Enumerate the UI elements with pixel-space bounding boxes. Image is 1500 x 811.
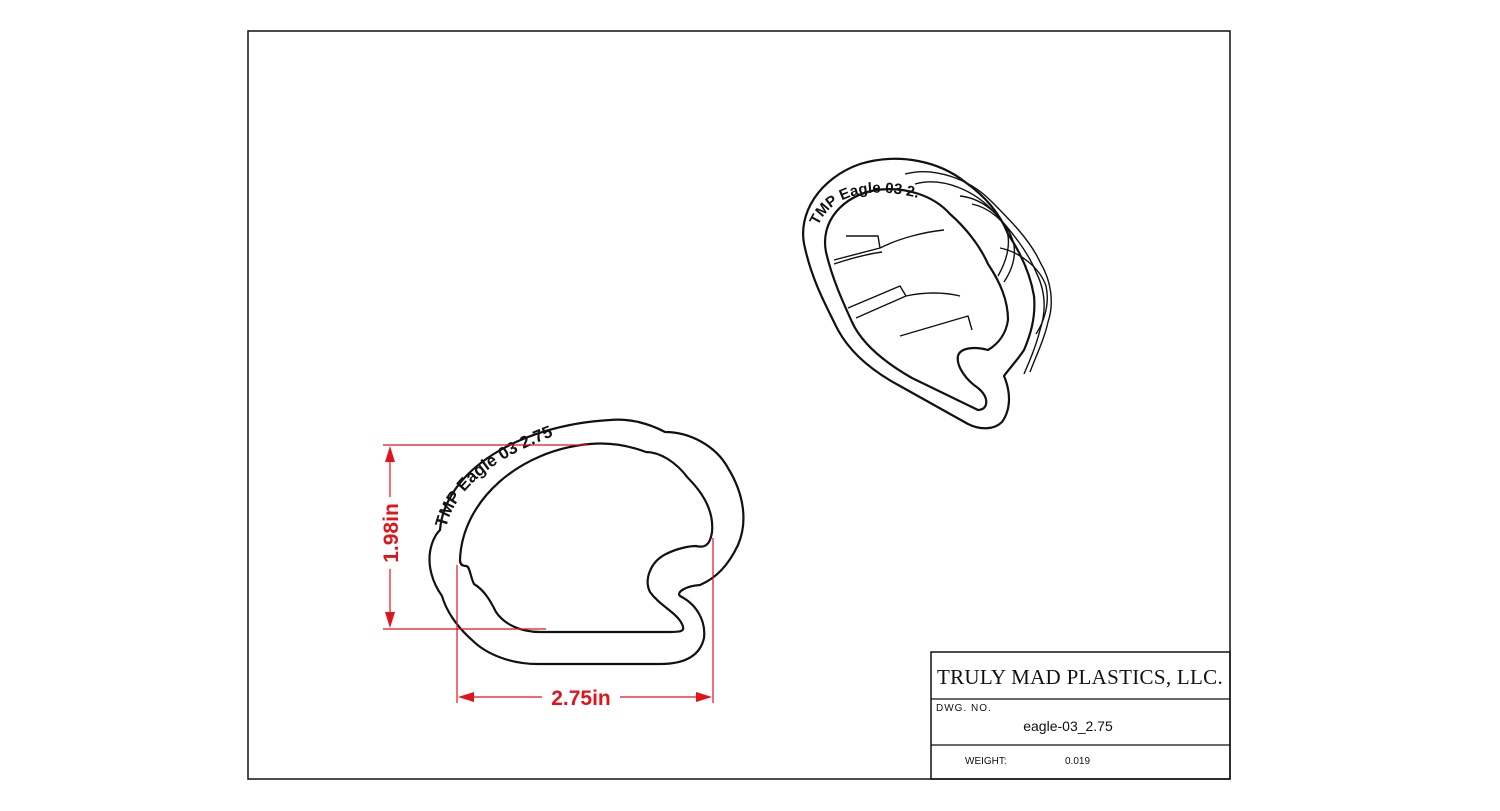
iso-inner-wall-1: [833, 235, 881, 261]
iso-inner-wall-4: [899, 315, 973, 337]
iso-back-layer-4: [971, 203, 1016, 283]
title-block: TRULY MAD PLASTICS, LLC. DWG. NO. eagle-…: [930, 651, 1231, 780]
front-view-cutter: TMP Eagle 03 2.75: [428, 418, 745, 666]
company-name: TRULY MAD PLASTICS, LLC.: [937, 665, 1223, 689]
sheet-border: [247, 30, 1231, 780]
iso-inner-wall-2: [833, 251, 883, 265]
width-label-mask: [542, 686, 620, 708]
front-view-outer-outline: [428, 418, 745, 666]
iso-back-layer-5: [999, 247, 1048, 335]
title-block-frame: [930, 651, 1231, 780]
width-dimension: 2.75in: [456, 538, 714, 710]
iso-inner-wall-5: [879, 229, 945, 249]
width-arrow-right: [696, 692, 712, 702]
isometric-view-cutter: TMP Eagle 03 2.75: [0, 0, 1052, 430]
front-view-emboss-text: TMP Eagle 03 2.75: [431, 422, 555, 529]
iso-inner-wall-6: [905, 292, 961, 297]
iso-view-emboss-text: TMP Eagle 03 2.75: [0, 0, 921, 228]
dwg-no-label: DWG. NO.: [936, 703, 992, 714]
height-arrow-top: [385, 446, 395, 462]
height-label-mask: [378, 497, 404, 569]
height-arrow-bottom: [385, 612, 395, 628]
height-dimension: 1.98in: [378, 444, 588, 630]
iso-inner-outline: [823, 188, 1010, 412]
weight-label: WEIGHT:: [965, 756, 1007, 767]
height-dimension-label: 1.98in: [380, 503, 403, 563]
dwg-no-value: eagle-03_2.75: [1023, 718, 1113, 734]
width-dimension-label: 2.75in: [551, 687, 611, 710]
iso-inner-wall-3: [847, 285, 907, 319]
front-view-inner-outline: [458, 442, 714, 634]
iso-back-layer-2: [914, 181, 1045, 375]
iso-outer-outline: [802, 157, 1036, 430]
width-arrow-left: [458, 692, 474, 702]
weight-value: 0.019: [1065, 756, 1090, 767]
